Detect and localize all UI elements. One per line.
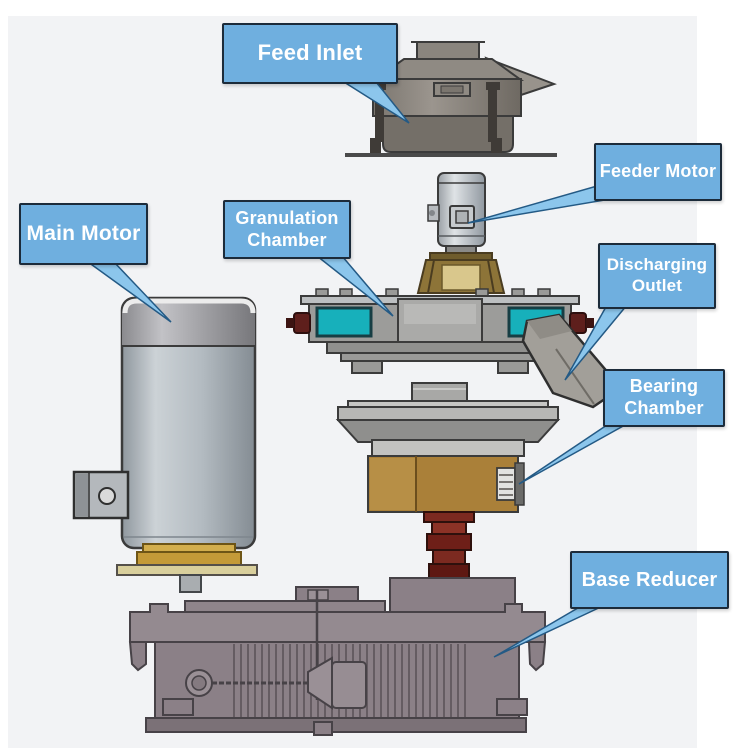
label-feed-inlet-text: Feed Inlet [257, 40, 363, 66]
label-main-motor-text: Main Motor [26, 222, 141, 246]
label-base-reducer: Base Reducer [570, 551, 729, 609]
base-reducer-graphic [128, 577, 547, 736]
label-discharging-outlet: Discharging Outlet [598, 243, 716, 309]
callout-arrows [85, 76, 629, 658]
bearing-chamber-graphic [335, 400, 561, 513]
label-discharging-outlet-line1: Discharging [606, 255, 708, 275]
label-granulation-chamber-line1: Granulation [235, 207, 339, 228]
label-granulation-chamber-line2: Chamber [247, 229, 327, 250]
main-motor-graphic [72, 296, 258, 593]
discharge-chute-graphic [521, 313, 623, 409]
granulation-chamber-graphic [286, 288, 594, 374]
label-granulation-chamber: Granulation Chamber [223, 200, 351, 259]
label-bearing-chamber-line1: Bearing [629, 376, 699, 397]
label-feed-inlet: Feed Inlet [222, 23, 398, 84]
label-feeder-motor: Feeder Motor [594, 143, 722, 201]
label-feeder-motor-text: Feeder Motor [599, 161, 717, 182]
label-bearing-chamber-line2: Chamber [624, 398, 704, 418]
label-discharging-outlet-line2: Outlet [631, 276, 683, 295]
label-main-motor: Main Motor [19, 203, 148, 265]
label-base-reducer-text: Base Reducer [581, 568, 718, 591]
label-bearing-chamber: Bearing Chamber [603, 369, 725, 427]
feeder-coupling-graphic [416, 245, 506, 294]
drive-shaft-graphic [423, 511, 475, 583]
feeder-motor-graphic [427, 172, 486, 247]
